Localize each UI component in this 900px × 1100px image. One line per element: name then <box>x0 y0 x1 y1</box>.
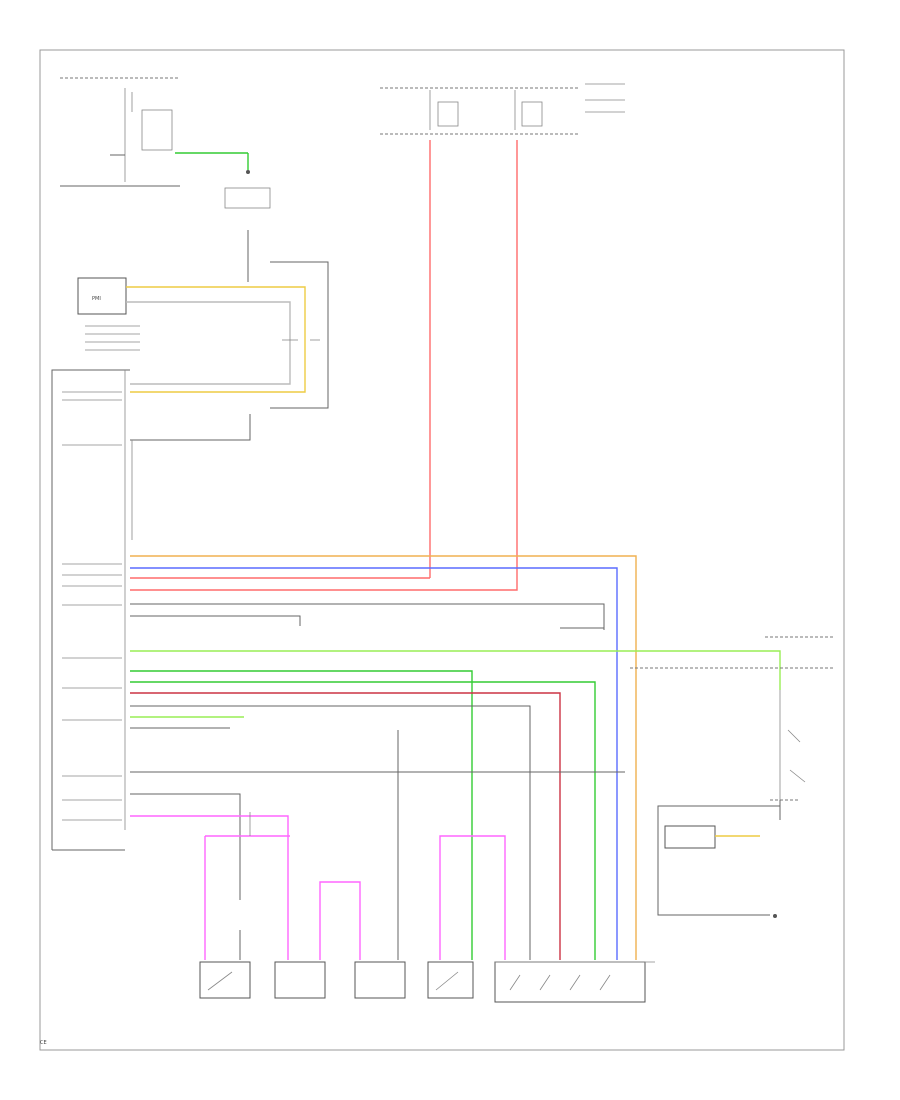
wire-orange-bus <box>130 555 637 960</box>
switch-component-2 <box>427 961 474 999</box>
wire-gray-bus-2 <box>130 615 301 626</box>
wire-gray-bus-1 <box>130 603 605 630</box>
wire-green-bus-long <box>130 650 781 690</box>
wire-gray-signal <box>130 414 251 441</box>
bottom-components <box>199 961 655 1003</box>
svg-text:PMI: PMI <box>92 296 101 302</box>
ground-point-cluster <box>246 170 250 174</box>
wire-gray-bus-4 <box>130 705 531 960</box>
lock-assembly <box>494 961 646 1003</box>
motor-component-2 <box>354 961 406 999</box>
wire-pink-loop <box>319 881 361 960</box>
instrument-cluster-block <box>60 77 271 209</box>
wire-pink-right <box>439 835 506 960</box>
wire-gray-sensor-bottom <box>126 301 291 385</box>
right-switch-module <box>630 636 835 820</box>
footer-code: CE <box>40 1040 47 1046</box>
wire-blue-bus <box>130 567 618 960</box>
wire-green-bus-a <box>130 670 473 960</box>
wire-darkred-bus <box>130 692 561 960</box>
diagram-border <box>39 49 845 1051</box>
wire-red-fuse-right <box>130 140 518 591</box>
wire-green-bus-b <box>130 681 596 960</box>
switch-component-1 <box>199 961 251 999</box>
wire-gray-right-module <box>657 805 780 916</box>
wire-gray-bracket <box>270 261 329 409</box>
control-module <box>51 369 133 851</box>
wire-gray-switch <box>130 793 241 900</box>
wire-pink-bus <box>130 815 289 960</box>
ground-point-right <box>773 914 777 918</box>
motor-component-1 <box>274 961 326 999</box>
sensor-box-right <box>664 825 716 849</box>
wire-yellow-sensor-top <box>126 286 306 393</box>
fuse-block <box>380 83 625 135</box>
position-sensor-module: PMI <box>77 277 140 351</box>
